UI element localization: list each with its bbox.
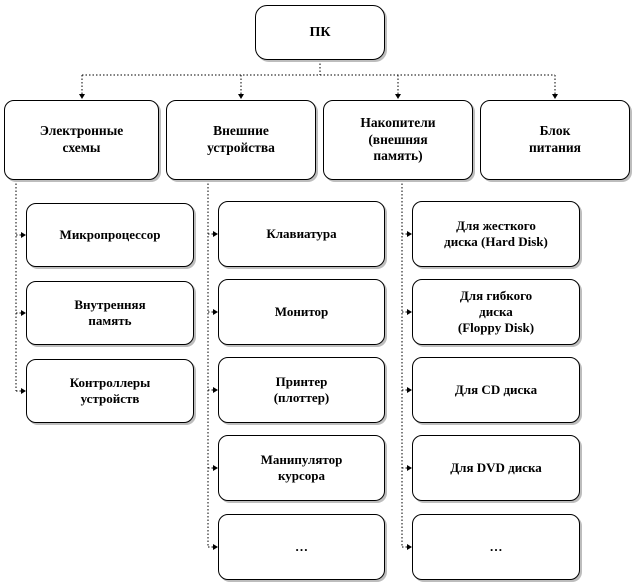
leaf-keyboard: Клавиатура xyxy=(218,201,385,267)
arrow-right-marker xyxy=(213,387,218,393)
arrow-right-marker xyxy=(21,310,26,316)
leaf-cd-drive: Для CD диска xyxy=(412,357,580,423)
leaf-dvd-drive: Для DVD диска xyxy=(412,435,580,501)
arrow-down-marker xyxy=(238,94,244,99)
category-electronic-circuits: Электронные схемы xyxy=(4,100,159,180)
leaf-printer: Принтер (плоттер) xyxy=(218,357,385,423)
arrow-right-marker xyxy=(407,465,412,471)
leaf-floppy-disk-drive: Для гибкого диска (Floppy Disk) xyxy=(412,279,580,345)
leaf-more-drives: … xyxy=(412,514,580,580)
arrow-right-marker xyxy=(407,231,412,237)
leaf-more-devices: … xyxy=(218,514,385,580)
root-node: ПК xyxy=(255,5,385,60)
arrow-right-marker xyxy=(407,387,412,393)
leaf-cursor-manipulator: Манипулятор курсора xyxy=(218,435,385,501)
category-external-devices: Внешние устройства xyxy=(166,100,316,180)
category-power-supply: Блок питания xyxy=(480,100,630,180)
arrow-right-marker xyxy=(407,544,412,550)
arrow-right-marker xyxy=(407,309,412,315)
leaf-monitor: Монитор xyxy=(218,279,385,345)
leaf-internal-memory: Внутренняя память xyxy=(26,281,194,345)
arrow-right-marker xyxy=(21,388,26,394)
arrow-down-marker xyxy=(79,94,85,99)
arrow-right-marker xyxy=(21,232,26,238)
arrow-right-marker xyxy=(213,465,218,471)
leaf-hard-disk-drive: Для жесткого диска (Hard Disk) xyxy=(412,201,580,267)
arrow-right-marker xyxy=(213,309,218,315)
leaf-device-controllers: Контроллеры устройств xyxy=(26,359,194,423)
arrow-down-marker xyxy=(395,94,401,99)
category-storage-drives: Накопители (внешняя память) xyxy=(323,100,473,180)
arrow-right-marker xyxy=(213,231,218,237)
arrow-right-marker xyxy=(213,544,218,550)
leaf-microprocessor: Микропроцессор xyxy=(26,203,194,267)
arrow-down-marker xyxy=(552,94,558,99)
